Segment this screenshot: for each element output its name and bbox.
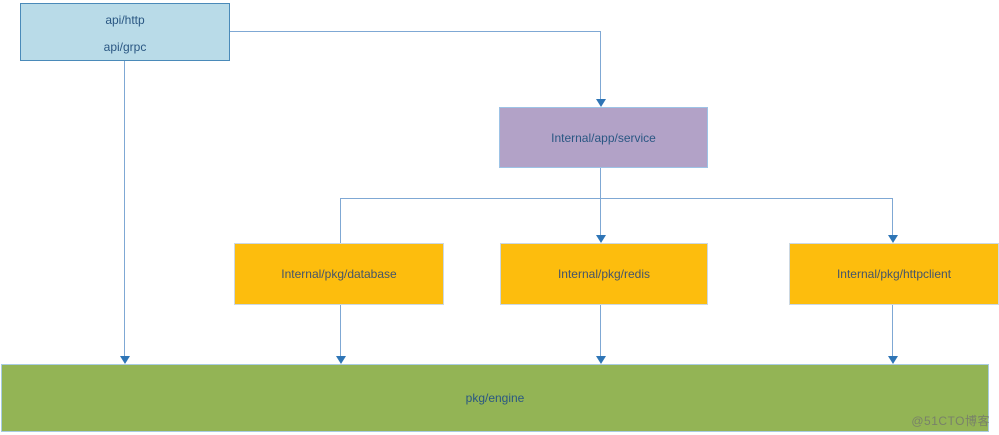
connector-branch-to-httpclient [892, 198, 893, 235]
watermark: @51CTO博客 [911, 414, 990, 428]
arrowhead-redis-into-engine [596, 356, 606, 364]
node-httpclient-label: Internal/pkg/httpclient [836, 267, 952, 281]
node-internal-pkg-redis: Internal/pkg/redis [500, 243, 708, 305]
node-internal-app-service: Internal/app/service [499, 107, 708, 168]
connector-service-branch-horizontal [340, 198, 893, 199]
connector-api-to-engine [124, 61, 125, 357]
arrowhead-httpclient-into-engine [888, 356, 898, 364]
node-api-line-http: api/http [105, 13, 145, 27]
node-api: api/http api/grpc [20, 3, 230, 61]
node-service-label: Internal/app/service [551, 130, 656, 145]
arrowhead-database-into-engine [336, 356, 346, 364]
arrowhead-into-httpclient [888, 235, 898, 243]
connector-service-to-redis [600, 168, 601, 235]
connector-httpclient-to-engine [892, 305, 893, 356]
connector-redis-to-engine [600, 305, 601, 356]
node-pkg-engine: pkg/engine [1, 364, 989, 432]
arrowhead-api-into-engine [120, 356, 130, 364]
arrowhead-into-redis [596, 235, 606, 243]
connector-database-to-engine [340, 305, 341, 356]
node-internal-pkg-httpclient: Internal/pkg/httpclient [789, 243, 999, 305]
node-engine-label: pkg/engine [465, 391, 525, 405]
arrowhead-into-service [596, 99, 606, 107]
node-database-label: Internal/pkg/database [281, 267, 397, 281]
node-api-line-grpc: api/grpc [103, 40, 147, 54]
node-redis-label: Internal/pkg/redis [557, 267, 651, 281]
connector-api-to-service-horizontal [230, 31, 601, 32]
connector-api-to-service-vertical [600, 31, 601, 101]
node-internal-pkg-database: Internal/pkg/database [234, 243, 444, 305]
connector-branch-to-database [340, 198, 341, 243]
